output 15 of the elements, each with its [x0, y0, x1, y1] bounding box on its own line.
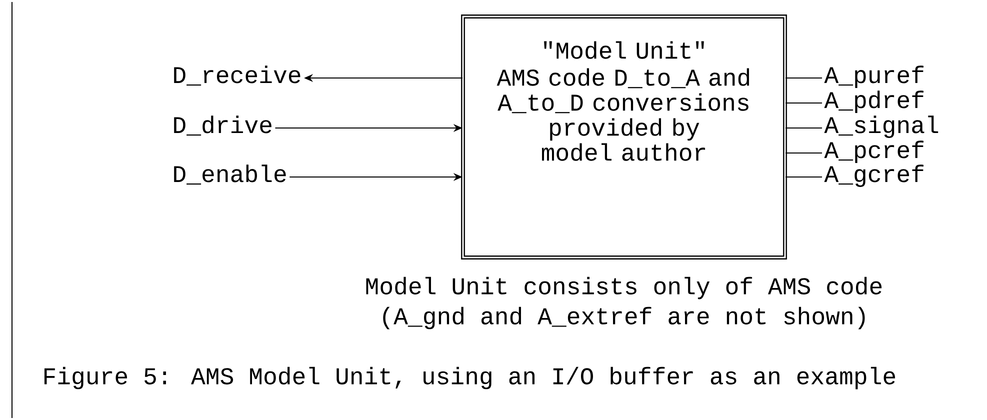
caption-text: Model Unit consists only of AMS code: [366, 276, 882, 300]
connector-line: [785, 152, 823, 154]
signal-label: A_pdref: [824, 90, 924, 113]
signal-label: D_receive: [174, 66, 300, 86]
signal-label: A_pcref: [824, 140, 924, 163]
signal-label: A_signal: [824, 116, 938, 138]
signal-label: A_puref: [824, 66, 924, 88]
signal-label: D_enable: [174, 164, 286, 185]
model-unit-box: "Model Unit" AMS code D_to_A and A_to_D conversions provided by model author: [461, 14, 787, 260]
connector-line: [785, 176, 823, 178]
connector-line: [785, 102, 823, 104]
figure-caption: Figure 5: AMS Model Unit, using an I/O buffer as an example: [44, 366, 896, 390]
caption-text: (A_gnd and A_extref are not shown): [383, 306, 865, 330]
signal-label: A_gcref: [824, 164, 924, 187]
signal-label: D_drive: [174, 116, 272, 136]
